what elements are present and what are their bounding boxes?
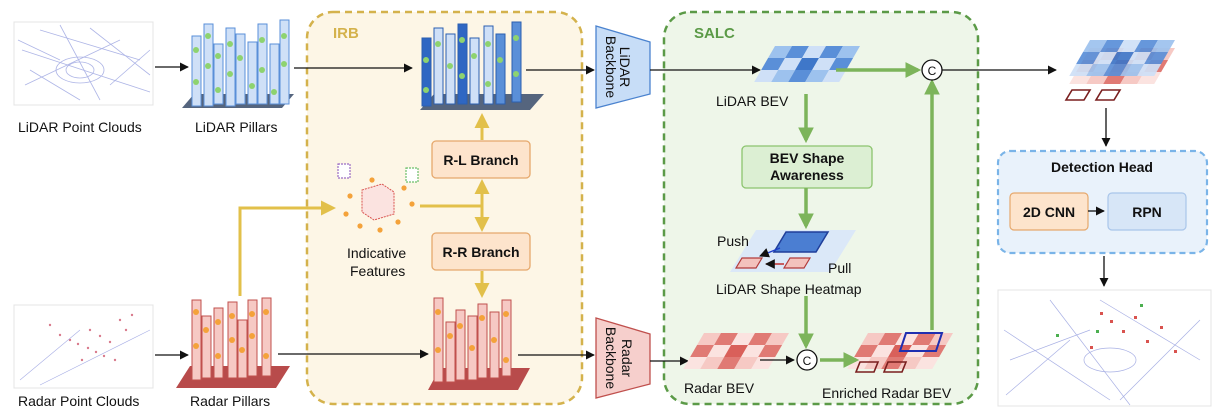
- svg-text:Backbone: Backbone: [603, 327, 619, 389]
- radar-bev-grid: [683, 333, 789, 369]
- pull-label: Pull: [828, 260, 851, 276]
- salc-title: SALC: [694, 25, 735, 42]
- bev-shape-line2: Awareness: [770, 167, 844, 183]
- indicative-label-line1: Indicative: [347, 245, 406, 261]
- lidar-backbone: LiDAR Backbone: [595, 25, 651, 109]
- radar-bev-label: Radar BEV: [684, 380, 755, 396]
- rr-branch-box: [431, 232, 531, 271]
- lidar-bev-label: LiDAR BEV: [716, 93, 789, 109]
- salc-green-arrows: [798, 62, 940, 368]
- svg-text:Radar: Radar: [619, 339, 635, 377]
- svg-text:LiDAR: LiDAR: [617, 47, 633, 87]
- radar-point-clouds-label: Radar Point Clouds: [18, 393, 139, 409]
- svg-text:Backbone: Backbone: [603, 36, 619, 98]
- lidar-pillars-label: LiDAR Pillars: [195, 119, 277, 135]
- svg-text:C: C: [928, 64, 937, 78]
- lidar-shape-heatmap: [730, 230, 856, 272]
- indicative-label-line2: Features: [350, 263, 405, 279]
- concat-bottom-icon: C: [796, 349, 818, 371]
- radar-point-cloud-image: [13, 304, 154, 389]
- irb-title: IRB: [333, 25, 359, 42]
- push-label: Push: [717, 233, 749, 249]
- rpn-box: [1107, 192, 1187, 231]
- concat-top-icon: C: [921, 59, 943, 81]
- detection-head-title: Detection Head: [1051, 159, 1153, 175]
- lidar-point-cloud-image: [13, 21, 154, 106]
- irb-region: [305, 10, 584, 406]
- lidar-pillars: [182, 19, 294, 108]
- rl-branch-label: R-L Branch: [443, 152, 518, 168]
- lidar-bev-grid: [754, 46, 860, 82]
- bev-shape-line1: BEV Shape: [770, 150, 845, 166]
- svg-text:C: C: [803, 354, 812, 368]
- radar-pillars-label: Radar Pillars: [190, 393, 270, 409]
- rpn-label: RPN: [1132, 204, 1162, 220]
- fused-bev-grid: [1064, 40, 1175, 101]
- radar-pillars: [176, 297, 290, 388]
- radar-backbone: Radar Backbone: [595, 317, 651, 399]
- rl-branch-box: [431, 140, 531, 179]
- irb-yellow-arrows: [238, 113, 490, 298]
- detection-output-image: [997, 289, 1212, 407]
- enriched-radar-bev-grid: [847, 332, 953, 373]
- enriched-radar-bev-label: Enriched Radar BEV: [822, 385, 952, 401]
- lidar-point-clouds-label: LiDAR Point Clouds: [18, 119, 142, 135]
- irb-lidar-pillars: [420, 21, 544, 110]
- irb-radar-pillars: [428, 297, 530, 390]
- cnn-label: 2D CNN: [1023, 204, 1075, 220]
- rr-branch-label: R-R Branch: [442, 244, 519, 260]
- heatmap-label: LiDAR Shape Heatmap: [716, 281, 862, 297]
- indicative-features-icon: [337, 163, 419, 233]
- salc-region: [662, 10, 980, 406]
